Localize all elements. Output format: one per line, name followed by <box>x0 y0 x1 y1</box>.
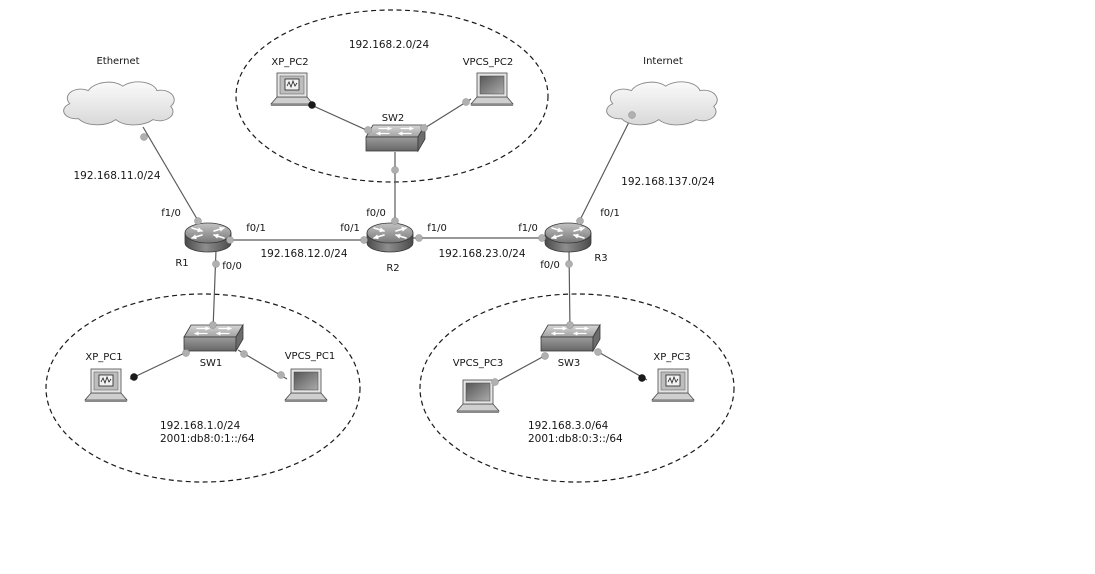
port-dot <box>628 111 636 119</box>
switch-sw1 <box>184 325 243 351</box>
lan3-zone <box>419 293 735 483</box>
host-xp-pc2 <box>271 73 313 106</box>
xp-pc-icon <box>652 369 694 402</box>
network-label-internet-link: 192.168.137.0/24 <box>621 176 715 188</box>
lan2-zone <box>235 9 549 183</box>
network-label-lan2: 192.168.2.0/24 <box>349 39 430 51</box>
port-dot <box>541 352 549 360</box>
port-dot <box>462 98 470 106</box>
xp-port-dot <box>130 373 138 381</box>
host-xp-pc1 <box>85 369 127 402</box>
link-internet-r3 <box>577 111 635 225</box>
network-label-r2-r3-link: 192.168.23.0/24 <box>438 248 525 260</box>
host-label-xp-pc1: XP_PC1 <box>85 352 122 363</box>
port-dot <box>364 126 372 134</box>
interface-label-r2-f0-1: f0/1 <box>340 223 360 234</box>
switch-label-sw3: SW3 <box>558 358 581 369</box>
xp-pc-icon <box>85 369 127 402</box>
port-dot <box>391 166 399 174</box>
switch-label-sw2: SW2 <box>382 113 405 124</box>
link-sw2-xp-pc2 <box>308 103 374 134</box>
router-label-r1: R1 <box>175 258 188 269</box>
port-dot <box>226 236 234 244</box>
router-r3 <box>545 223 591 252</box>
switch-icon <box>541 325 600 351</box>
port-dots <box>130 98 646 386</box>
interface-label-r1-f1-0: f1/0 <box>161 208 181 219</box>
host-label-vpcs-pc2: VPCS_PC2 <box>463 57 514 68</box>
port-dot <box>566 321 574 329</box>
port-dot <box>565 260 573 268</box>
port-dot <box>212 260 220 268</box>
link-sw1-xp-pc1 <box>129 349 192 380</box>
port-dot <box>538 234 546 242</box>
network-label-lan3-ipv6: 2001:db8:0:3::/64 <box>528 433 623 445</box>
network-label-lan1-ipv6: 2001:db8:0:1::/64 <box>160 433 255 445</box>
switch-label-sw1: SW1 <box>200 358 223 369</box>
interface-label-r1-f0-1: f0/1 <box>246 223 266 234</box>
port-dot <box>194 217 202 225</box>
host-vpcs-pc2 <box>471 73 513 106</box>
port-dot <box>491 378 499 386</box>
network-label-lan1-ipv4: 192.168.1.0/24 <box>160 420 241 432</box>
port-dot <box>360 236 368 244</box>
interface-label-r1-f0-0: f0/0 <box>222 261 242 272</box>
port-dot <box>415 234 423 242</box>
network-label-ethernet-link: 192.168.11.0/24 <box>73 170 160 182</box>
network-label-r1-r2-link: 192.168.12.0/24 <box>260 248 347 260</box>
host-vpcs-pc1 <box>285 369 327 402</box>
interface-label-r2-f0-0: f0/0 <box>366 208 386 219</box>
port-dot <box>594 348 602 356</box>
router-icon <box>185 223 231 252</box>
switch-sw3 <box>541 325 600 351</box>
host-label-xp-pc2: XP_PC2 <box>271 57 308 68</box>
xp-port-dot <box>308 101 316 109</box>
vpcs-pc-icon <box>285 369 327 402</box>
port-dot <box>209 321 217 329</box>
router-icon <box>545 223 591 252</box>
router-r1 <box>185 223 231 252</box>
lan1-zone <box>45 293 361 483</box>
switch-sw2 <box>366 125 425 151</box>
link-sw3-vpcs-pc3 <box>488 353 549 387</box>
network-label-lan3-ipv4: 192.168.3.0/64 <box>528 420 609 432</box>
xp-pc-icon <box>271 73 313 106</box>
port-dot <box>576 217 584 225</box>
port-dot <box>140 133 148 141</box>
link-sw2-vpcs-pc2 <box>419 98 472 132</box>
interface-label-r3-f0-1: f0/1 <box>600 208 620 219</box>
interface-label-r3-f0-0: f0/0 <box>540 260 560 271</box>
port-dot <box>420 124 428 132</box>
vpcs-pc-icon <box>471 73 513 106</box>
router-label-r3: R3 <box>594 253 607 264</box>
host-xp-pc3 <box>652 369 694 402</box>
cloud-label-ethernet: Ethernet <box>96 56 139 67</box>
port-dot <box>277 371 285 379</box>
host-label-xp-pc3: XP_PC3 <box>653 352 690 363</box>
interface-label-r3-f1-0: f1/0 <box>518 223 538 234</box>
host-label-vpcs-pc3: VPCS_PC3 <box>453 358 504 369</box>
router-r2 <box>367 223 413 252</box>
cloud-icon <box>63 81 175 126</box>
cloud-label-internet: Internet <box>643 56 683 67</box>
switch-icon <box>184 325 243 351</box>
router-icon <box>367 223 413 252</box>
link-ethernet-r1 <box>142 126 201 225</box>
port-dot <box>391 217 399 225</box>
switch-icon <box>366 125 425 151</box>
xp-port-dot <box>638 374 646 382</box>
interface-label-r2-f1-0: f1/0 <box>427 223 447 234</box>
host-label-vpcs-pc1: VPCS_PC1 <box>285 351 336 362</box>
link-sw3-xp-pc3 <box>594 349 648 381</box>
cloud-ethernet <box>63 81 175 126</box>
router-label-r2: R2 <box>386 263 399 274</box>
port-dot <box>240 350 248 358</box>
port-dot <box>182 349 190 357</box>
